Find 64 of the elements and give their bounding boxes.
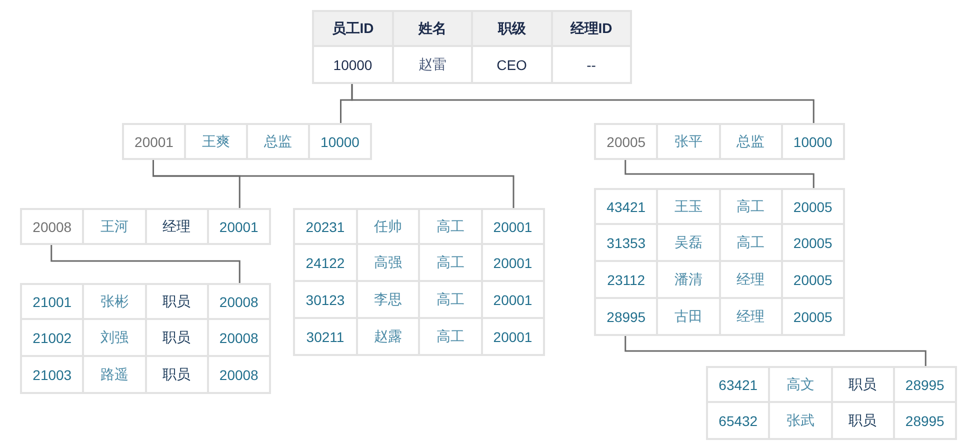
table-row	[20, 355, 271, 394]
table-cell-text: 20008	[218, 366, 260, 384]
table-cell-text: 20001	[218, 218, 260, 236]
table-cell-text: 28995	[904, 412, 946, 430]
connector-line	[50, 245, 240, 283]
table-row	[594, 297, 845, 336]
table-cell: 28995	[596, 299, 658, 334]
table-cell-text: 20005	[792, 270, 834, 290]
table-cell-text: --	[586, 56, 597, 74]
table-row	[706, 401, 957, 440]
table-row	[20, 318, 271, 357]
table-cell: 20005	[596, 125, 658, 158]
table-cell: 20008	[22, 210, 84, 243]
table-cell: 30211	[295, 319, 358, 354]
table-cell-text: 20005	[792, 198, 834, 216]
table-cell: 古田	[658, 299, 720, 334]
table-cell: 经理	[146, 210, 209, 243]
table-cell: 65432	[708, 403, 770, 438]
table-cell: 总监	[248, 125, 310, 158]
connector-line	[624, 160, 814, 188]
table-row	[312, 45, 632, 84]
table-cell: 21003	[22, 357, 84, 392]
table-cell: 高工	[420, 319, 482, 354]
table-row	[706, 366, 957, 403]
table-cell-text: 20005	[792, 308, 834, 326]
table-row	[122, 123, 372, 160]
table-cell: 王河	[84, 210, 146, 243]
table-cell-text: 20005	[792, 234, 834, 252]
table-cell: 赵雷	[394, 47, 473, 82]
table-row	[293, 280, 545, 319]
table-cell-text: 20008	[218, 328, 260, 348]
table-row	[20, 208, 271, 245]
table-header-row	[312, 10, 632, 47]
table-cell-text: 28995	[904, 376, 946, 394]
table-cell: 职员	[832, 403, 895, 438]
table-row	[594, 223, 845, 262]
connector-line	[351, 84, 814, 123]
table-cell-text: 20001	[492, 290, 534, 310]
table-row	[293, 317, 545, 356]
table-cell: 总监	[720, 125, 783, 158]
table-cell-text: 20001	[492, 218, 534, 236]
table-cell: 张平	[658, 125, 720, 158]
table-row	[594, 260, 845, 299]
table-cell: 张武	[770, 403, 832, 438]
table-cell: 职员	[146, 357, 209, 392]
table-cell: 王爽	[186, 125, 248, 158]
table-cell-text: 20001	[492, 254, 534, 272]
table-row	[594, 188, 845, 225]
table-cell-text: 10000	[792, 132, 834, 152]
column-header: 经理ID	[569, 18, 614, 38]
table-cell: 10000	[314, 47, 394, 82]
table-cell: 20001	[124, 125, 186, 158]
table-row	[293, 208, 545, 245]
table-cell: 经理	[720, 299, 783, 334]
table-cell-text: 20001	[492, 328, 534, 346]
table-cell: 路遥	[84, 357, 146, 392]
table-cell: CEO	[473, 47, 552, 82]
table-cell-text: 10000	[320, 132, 360, 152]
table-row	[293, 243, 545, 282]
connector-line	[624, 336, 926, 366]
table-row	[20, 283, 271, 320]
table-cell: 赵露	[358, 319, 420, 354]
table-row	[594, 123, 845, 160]
table-cell-text: 20008	[218, 292, 260, 312]
